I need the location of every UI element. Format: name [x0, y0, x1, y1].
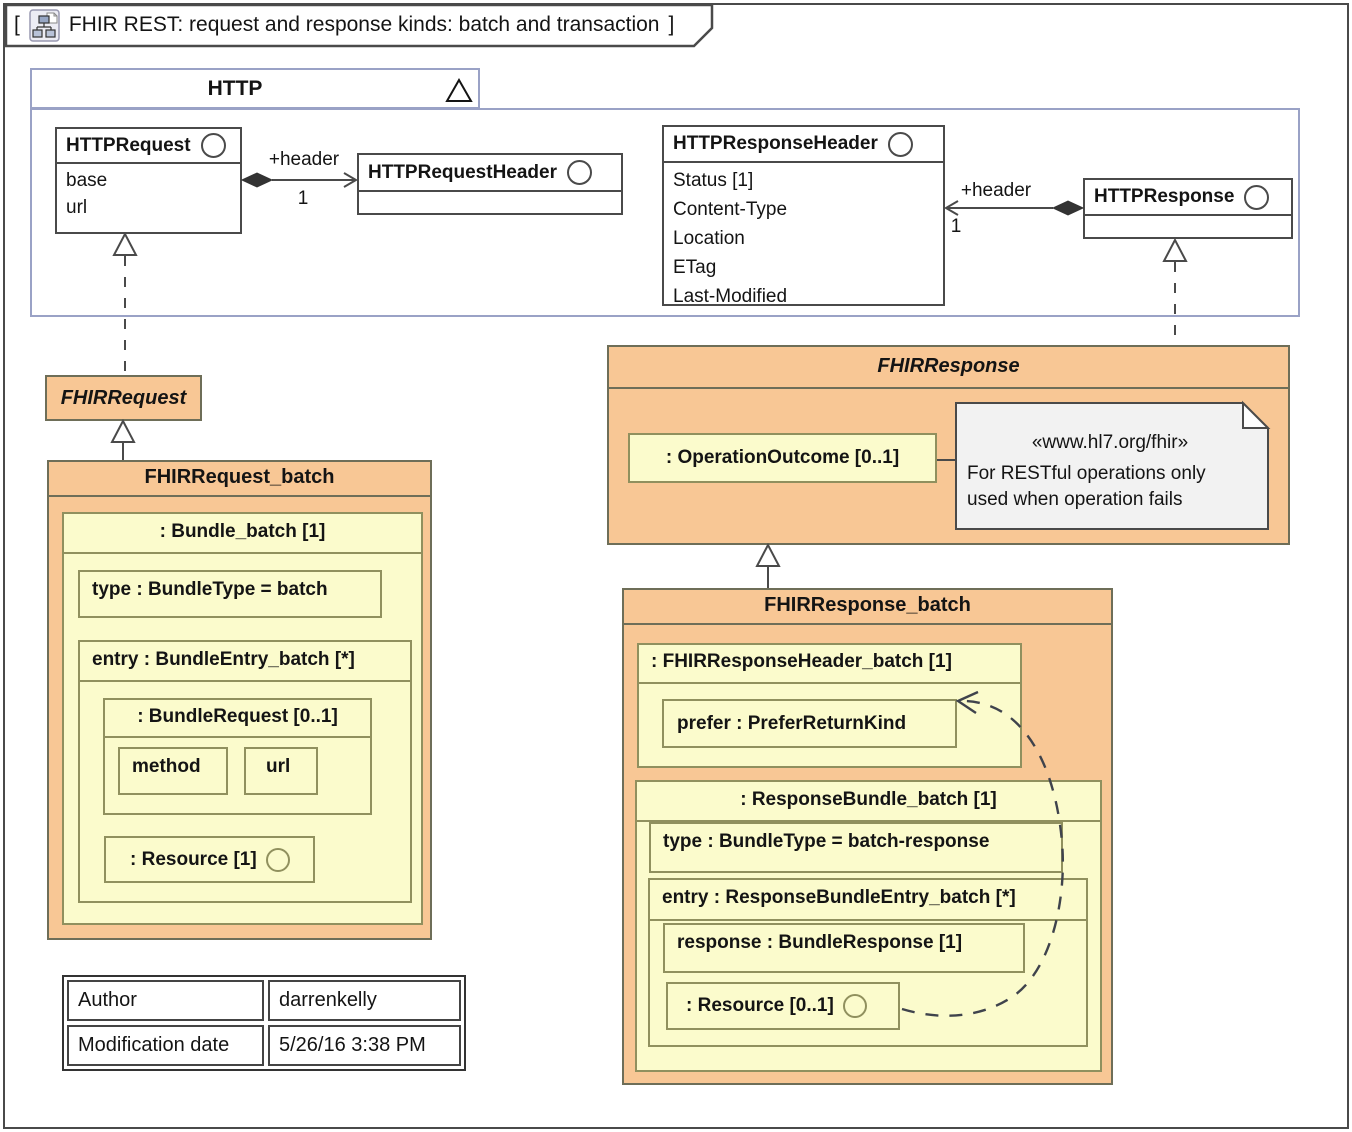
class-title: HTTPResponseHeader [673, 133, 878, 154]
uml-attribute: ETag [673, 257, 717, 278]
part-label: : OperationOutcome [0..1] [665, 447, 900, 468]
frame-bracket-left: [ [14, 13, 20, 36]
http-package-tab[interactable]: HTTP [30, 68, 480, 109]
part-label: prefer : PreferReturnKind [677, 712, 907, 734]
part-resource-optional[interactable]: : Resource [0..1] [666, 982, 900, 1030]
cell-text: 5/26/16 3:38 PM [279, 1034, 426, 1056]
class-circle-icon [567, 160, 592, 185]
uml-attribute: Status [1] [673, 170, 754, 191]
cell-text: darrenkelly [279, 989, 377, 1011]
resource-circle-icon [842, 994, 867, 1018]
class-title: HTTPResponse [1094, 186, 1235, 207]
assoc-multiplicity-label: 1 [297, 188, 309, 209]
frame-title-tab[interactable]: [ FHIR REST: request and response kinds:… [14, 8, 675, 42]
assoc-role-label: +header [960, 180, 1032, 201]
cell-text: Modification date [78, 1034, 230, 1056]
part-prefer[interactable]: prefer : PreferReturnKind [662, 699, 957, 748]
part-operation-outcome[interactable]: : OperationOutcome [0..1] [628, 433, 937, 483]
class-title: FHIRRequest_batch [49, 462, 430, 497]
info-cell-moddate-value: 5/26/16 3:38 PM [268, 1025, 461, 1066]
part-label: : Resource [0..1] [686, 995, 834, 1016]
part-label: method [132, 756, 201, 777]
part-label: type : BundleType = batch-response [663, 831, 990, 852]
part-label: : Resource [1] [130, 848, 257, 870]
class-httpresponse[interactable]: HTTPResponse [1083, 178, 1293, 239]
uml-attribute: Last-Modified [673, 286, 788, 307]
class-httprequestheader[interactable]: HTTPRequestHeader [357, 153, 623, 215]
class-circle-icon [200, 133, 226, 158]
part-label: : FHIRResponseHeader_batch [1] [639, 645, 1020, 684]
part-label: url [266, 756, 291, 777]
class-circle-icon [887, 131, 913, 157]
class-httprequest[interactable]: HTTPRequest base url [55, 127, 242, 234]
assoc-multiplicity-label: 1 [950, 216, 962, 237]
class-circle-icon [1244, 184, 1270, 210]
package-name: HTTP [207, 77, 263, 100]
part-label: entry : ResponseBundleEntry_batch [*] [650, 880, 1086, 921]
uml-attribute: Location [673, 228, 745, 249]
diagram-icon [29, 8, 60, 42]
uml-attribute: url [66, 197, 88, 218]
class-title: FHIRResponse [609, 347, 1288, 389]
info-cell-author-label: Author [67, 980, 264, 1021]
class-title: FHIRRequest [60, 387, 187, 409]
part-label: : ResponseBundle_batch [1] [637, 782, 1100, 822]
class-title: FHIRResponse_batch [624, 590, 1111, 625]
note-content: «www.hl7.org/fhir» For RESTful operation… [958, 432, 1262, 513]
class-title: HTTPRequest [66, 134, 191, 156]
part-bundle-response[interactable]: response : BundleResponse [1] [663, 923, 1025, 973]
info-cell-author-value: darrenkelly [268, 980, 461, 1021]
cell-text: Author [78, 989, 137, 1011]
frame-title: FHIR REST: request and response kinds: b… [68, 13, 660, 36]
resource-circle-icon [265, 847, 290, 872]
note-line: used when operation fails [967, 489, 1183, 510]
class-httpresponseheader[interactable]: HTTPResponseHeader Status [1] Content-Ty… [662, 125, 945, 307]
part-label: : Bundle_batch [1] [64, 514, 421, 554]
part-label: : BundleRequest [0..1] [105, 700, 370, 738]
part-label: response : BundleResponse [1] [677, 932, 963, 953]
info-cell-moddate-label: Modification date [67, 1025, 264, 1066]
part-label: type : BundleType = batch [92, 579, 328, 600]
part-label: entry : BundleEntry_batch [*] [80, 642, 410, 682]
note-stereotype: «www.hl7.org/fhir» [1031, 432, 1189, 453]
part-resource[interactable]: : Resource [1] [104, 836, 315, 883]
note-line: For RESTful operations only [967, 463, 1206, 484]
part-bundle-type[interactable]: type : BundleType = batch [78, 570, 382, 618]
part-responsebundle-type[interactable]: type : BundleType = batch-response [649, 822, 1063, 873]
class-fhirrequest[interactable]: FHIRRequest [45, 375, 202, 421]
part-method[interactable]: method [118, 747, 228, 795]
assoc-role-label: +header [268, 149, 340, 170]
uml-attribute: base [66, 170, 108, 191]
part-url[interactable]: url [244, 747, 318, 795]
class-title: HTTPRequestHeader [368, 161, 557, 183]
uml-attribute: Content-Type [673, 199, 788, 220]
frame-bracket-right: ] [668, 13, 675, 36]
